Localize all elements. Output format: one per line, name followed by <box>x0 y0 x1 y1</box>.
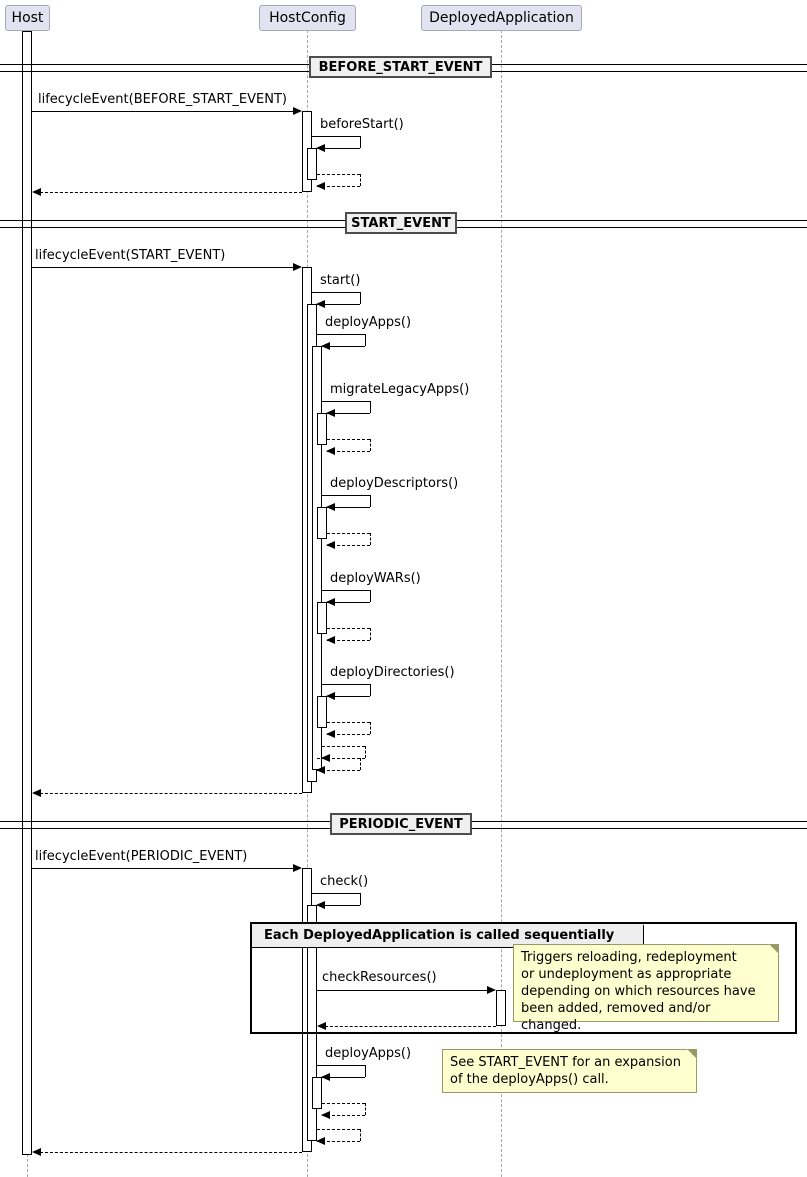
activation-hostconfig-beforestart-inner <box>307 148 317 180</box>
message-label-deploydirectories: deployDirectories() <box>330 665 455 680</box>
message-label-deployapps-periodic: deployApps() <box>325 1046 412 1061</box>
message-arrow-m12 <box>293 863 302 872</box>
divider-periodic-event: PERIODIC_EVENT <box>330 813 472 835</box>
divider-before-start-event: BEFORE_START_EVENT <box>309 56 492 78</box>
message-line-m3-return <box>40 192 302 193</box>
message-arrow-migratelegacyapps <box>326 408 335 417</box>
message-arrow-deploywars <box>326 597 335 606</box>
message-arrow-deployapps-start-return <box>321 753 330 762</box>
note-check-resources: Triggers reloading, redeployment or unde… <box>513 944 779 1033</box>
message-arrow-deploydirectories <box>326 691 335 700</box>
activation-hostconfig-deployapps-periodic-l3 <box>312 1077 322 1109</box>
note-check-resources-fold-edge-icon <box>769 944 779 954</box>
message-arrow-deployapps-periodic-return <box>321 1110 330 1119</box>
message-label-lifecycleevent-before-start: lifecycleEvent(BEFORE_START_EVENT) <box>38 92 287 107</box>
lifeline-deployedapplication <box>501 30 502 1177</box>
message-arrow-beforestart-return <box>316 181 325 190</box>
message-line-m14 <box>317 990 490 991</box>
participant-host[interactable]: Host <box>5 5 50 31</box>
message-label-start: start() <box>320 273 361 288</box>
message-label-lifecycleevent-periodic: lifecycleEvent(PERIODIC_EVENT) <box>35 849 248 864</box>
message-line-m1 <box>32 111 296 112</box>
message-arrow-deploydirectories-return <box>326 729 335 738</box>
message-arrow-check-return <box>316 1136 325 1145</box>
message-arrow-m17-return <box>32 1147 41 1156</box>
message-arrow-m15-return <box>317 1021 326 1030</box>
activation-hostconfig-check-l2 <box>307 905 317 1141</box>
message-arrow-deployapps-periodic <box>321 1072 330 1081</box>
activation-hostconfig-deploywars-l4 <box>317 602 327 634</box>
activation-deployedapplication-checkresources <box>496 990 506 1026</box>
message-line-m11-return <box>40 793 302 794</box>
note-deploy-apps-fold-edge-icon <box>687 1049 697 1059</box>
activation-hostconfig-migratelegacyapps-l4 <box>317 413 327 445</box>
message-line-m17-return <box>40 1152 302 1153</box>
note-deploy-apps: See START_EVENT for an expansion of the … <box>442 1049 697 1093</box>
message-arrow-beforestart <box>316 143 325 152</box>
message-line-m4 <box>32 267 296 268</box>
message-label-deployapps-start: deployApps() <box>325 315 412 330</box>
message-arrow-m11-return <box>32 788 41 797</box>
message-arrow-deployapps-start <box>321 341 330 350</box>
activation-hostconfig-deploydescriptors-l4 <box>317 507 327 539</box>
activation-host <box>22 31 32 1155</box>
participant-deployedapplication[interactable]: DeployedApplication <box>421 5 582 31</box>
message-label-deploydescriptors: deployDescriptors() <box>330 476 459 491</box>
message-arrow-check <box>316 900 325 909</box>
message-arrow-m1 <box>293 106 302 115</box>
fragment-loop-each-deployedapplication <box>250 922 797 1034</box>
message-label-checkresources: checkResources() <box>322 970 437 985</box>
message-label-deploywars: deployWARs() <box>330 571 421 586</box>
message-line-m15-return <box>325 1026 496 1027</box>
message-arrow-migratelegacyapps-return <box>326 446 335 455</box>
message-label-beforestart: beforeStart() <box>320 117 404 132</box>
message-arrow-deploywars-return <box>326 635 335 644</box>
participant-hostconfig[interactable]: HostConfig <box>259 5 356 31</box>
message-arrow-m3-return <box>32 187 41 196</box>
fragment-label-notch-icon <box>632 924 644 948</box>
message-arrow-m14 <box>487 985 496 994</box>
message-label-check: check() <box>320 874 369 889</box>
message-arrow-deploydescriptors-return <box>326 540 335 549</box>
message-label-migratelegacyapps: migrateLegacyApps() <box>330 382 470 397</box>
message-arrow-start-return <box>316 765 325 774</box>
message-line-m12 <box>32 868 296 869</box>
message-arrow-deploydescriptors <box>326 502 335 511</box>
message-arrow-start <box>316 299 325 308</box>
activation-hostconfig-deploydirectories-l4 <box>317 696 327 728</box>
message-label-lifecycleevent-start: lifecycleEvent(START_EVENT) <box>35 248 226 263</box>
divider-start-event: START_EVENT <box>345 212 457 234</box>
message-arrow-m4 <box>293 262 302 271</box>
